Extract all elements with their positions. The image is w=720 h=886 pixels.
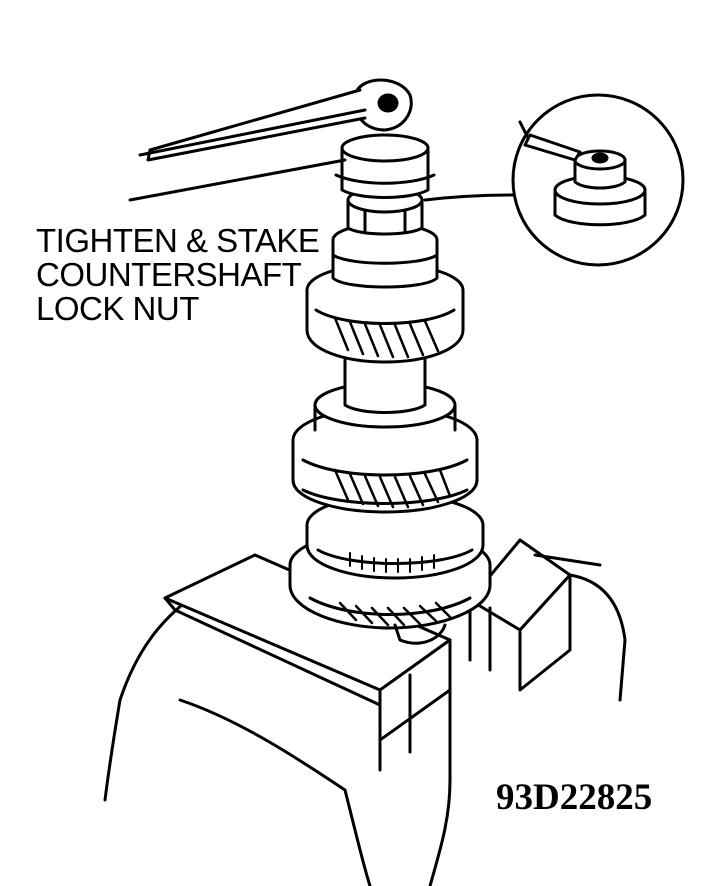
vise (103, 538, 627, 886)
countershaft-assembly (288, 186, 492, 645)
lock-nut-detail-icon (511, 93, 685, 267)
callout-line-2: COUNTERSHAFT (36, 256, 302, 293)
leader-line (423, 193, 516, 202)
callout-label: TIGHTEN & STAKE COUNTERSHAFT LOCK NUT (36, 222, 320, 327)
wrench-icon (128, 78, 436, 202)
callout-line-3: LOCK NUT (36, 290, 199, 327)
callout-line-1: TIGHTEN & STAKE (36, 222, 320, 259)
figure-id: 93D22825 (496, 777, 653, 818)
